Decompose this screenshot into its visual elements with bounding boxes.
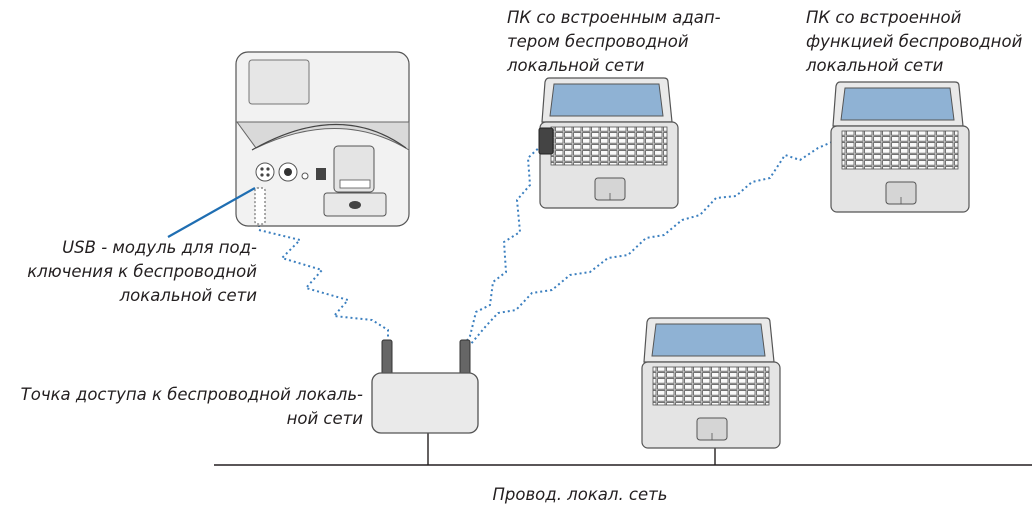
label-wired-lan: Провод. локал. сеть — [492, 485, 668, 504]
wireless-link-builtin-laptop — [469, 141, 833, 346]
usb-module-pointer — [167, 187, 256, 238]
wireless-access-point-icon — [371, 339, 479, 434]
wired-laptop-icon — [641, 317, 781, 449]
wired-lan-cable — [214, 432, 1032, 466]
wireless-link-adapter-laptop — [463, 141, 546, 346]
wireless-links — [258, 141, 833, 346]
label-laptop-builtin: ПК со встроенной функцией беспроводной л… — [806, 8, 1023, 75]
label-usb-module: USB - модуль для под- ключения к беспров… — [27, 238, 257, 305]
laptop-builtin-wifi-icon — [830, 81, 970, 213]
label-laptop-adapter: ПК со встроенным адап- тером беспроводно… — [507, 8, 721, 75]
projector-icon — [235, 51, 410, 227]
laptop-with-adapter-icon — [539, 77, 679, 209]
usb-wireless-module-icon — [254, 187, 266, 225]
label-access-point: Точка доступа к беспроводной локаль- ной… — [20, 385, 363, 428]
wireless-adapter-icon — [538, 127, 554, 155]
